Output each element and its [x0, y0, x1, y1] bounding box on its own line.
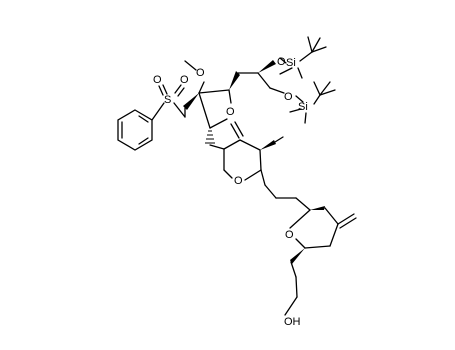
atom-o-tbs-2: O [284, 91, 293, 103]
atom-o-tbs-1: O [277, 56, 286, 68]
thf-ring-upper [198, 89, 232, 129]
atom-o-pyran: O [234, 175, 243, 187]
silyl-side-chain [237, 36, 336, 124]
hydroxypropyl-chain [284, 261, 298, 316]
sulfonyl-group [151, 84, 186, 121]
thf-ring-lower [289, 206, 357, 264]
atom-si-tbs-2: Si [298, 101, 308, 113]
atom-o-thf-upper: O [226, 106, 235, 118]
atom-o-sulfonyl-2: O [180, 74, 189, 86]
atom-si-tbs-1: Si [286, 57, 296, 69]
atom-o-thf-lower: O [285, 229, 294, 241]
atom-o-sulfonyl-1: O [153, 74, 162, 86]
stereo-bonds-upper [183, 71, 240, 150]
methoxy-group [184, 60, 205, 94]
atom-s-sulfonyl: S [164, 94, 171, 106]
pyran-ring [223, 121, 284, 199]
phenyl-ring [117, 109, 153, 151]
ethyl-linker [275, 197, 311, 211]
atom-o-methoxy: O [196, 67, 205, 79]
atom-oh-terminal: OH [284, 316, 301, 328]
